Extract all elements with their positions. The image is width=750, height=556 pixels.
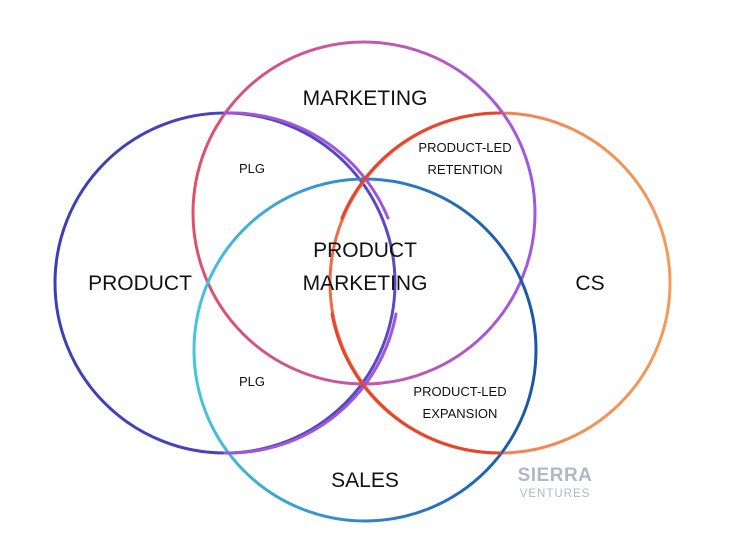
center-label-line2: MARKETING bbox=[303, 272, 428, 295]
plg-top-arc bbox=[223, 111, 390, 220]
plg-bottom-label: PLG bbox=[239, 374, 265, 389]
sierra-ventures-logo: SIERRA VENTURES bbox=[518, 465, 593, 500]
plg-bottom-arc bbox=[223, 312, 398, 455]
logo-sub-text: VENTURES bbox=[520, 488, 591, 500]
product-label: PRODUCT bbox=[88, 272, 192, 295]
expansion-arc bbox=[330, 312, 502, 455]
expansion-label-line1: PRODUCT-LED bbox=[413, 384, 506, 399]
plg-top-label: PLG bbox=[239, 161, 265, 176]
cs-label: CS bbox=[575, 272, 604, 295]
sales-label: SALES bbox=[331, 469, 399, 492]
center-label-line1: PRODUCT bbox=[313, 239, 417, 262]
retention-label-line1: PRODUCT-LED bbox=[418, 140, 511, 155]
retention-label-line2: RETENTION bbox=[427, 162, 502, 177]
retention-arc bbox=[340, 111, 502, 220]
expansion-label-line2: EXPANSION bbox=[423, 406, 498, 421]
marketing-label: MARKETING bbox=[303, 87, 428, 110]
logo-main-text: SIERRA bbox=[518, 465, 593, 486]
